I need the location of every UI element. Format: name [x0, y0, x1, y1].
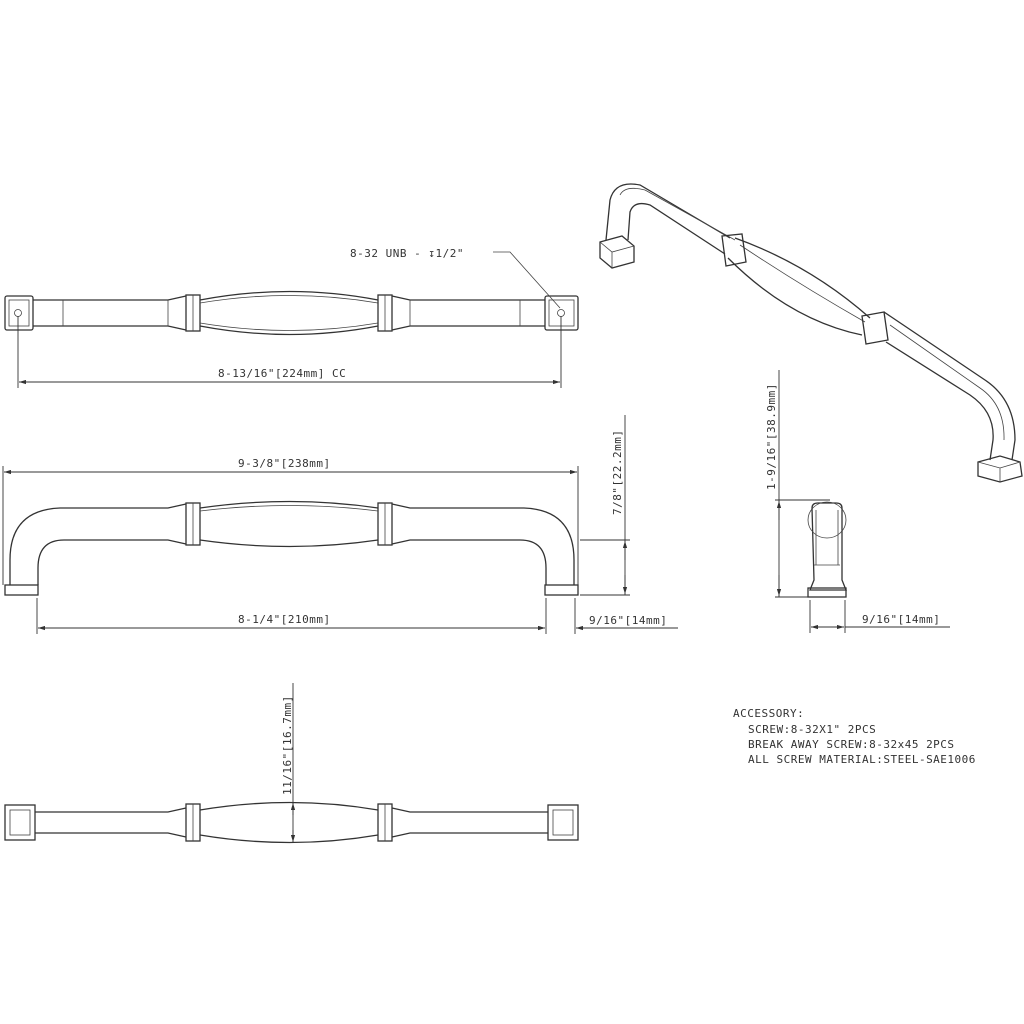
bottom-view: 11/16"[16.7mm]: [4, 683, 579, 844]
foot: [599, 235, 635, 269]
foot: [977, 455, 1023, 483]
accessory-note: ACCESSORY: SCREW:8-32X1" 2PCS BREAK AWAY…: [733, 707, 976, 766]
thread-callout: 8-32 UNB - ↧1/2": [350, 247, 464, 260]
mounting-hole: [14, 309, 22, 317]
dim-center-to-center: 8-13/16"[224mm] CC: [218, 367, 346, 380]
dim-grip-width: 11/16"[16.7mm]: [281, 695, 294, 795]
dim-inner-length: 8-1/4"[210mm]: [238, 613, 331, 626]
accessory-line: ALL SCREW MATERIAL:STEEL-SAE1006: [748, 753, 976, 766]
ring-collar: [861, 311, 889, 345]
top-view: 8-32 UNB - ↧1/2" 8-13/16"[224mm] CC: [4, 247, 579, 388]
accessory-heading: ACCESSORY:: [733, 707, 804, 720]
front-view: 9-3/8"[238mm] 8-1/4"[210mm] 9/16"[14mm] …: [2, 415, 678, 634]
dim-height: 1-9/16"[38.9mm]: [765, 383, 778, 490]
accessory-line: SCREW:8-32X1" 2PCS: [748, 723, 876, 736]
mounting-hole: [557, 309, 565, 317]
perspective-view: [599, 183, 1023, 483]
dim-foot-width-side: 9/16"[14mm]: [862, 613, 940, 626]
accessory-line: BREAK AWAY SCREW:8-32x45 2PCS: [748, 738, 955, 751]
side-view: 1-9/16"[38.9mm] 9/16"[14mm]: [765, 370, 950, 633]
ring-collar: [721, 233, 747, 267]
dim-projection: 7/8"[22.2mm]: [611, 430, 624, 515]
dim-foot-width-front: 9/16"[14mm]: [589, 614, 667, 627]
dim-overall-length: 9-3/8"[238mm]: [238, 457, 331, 470]
